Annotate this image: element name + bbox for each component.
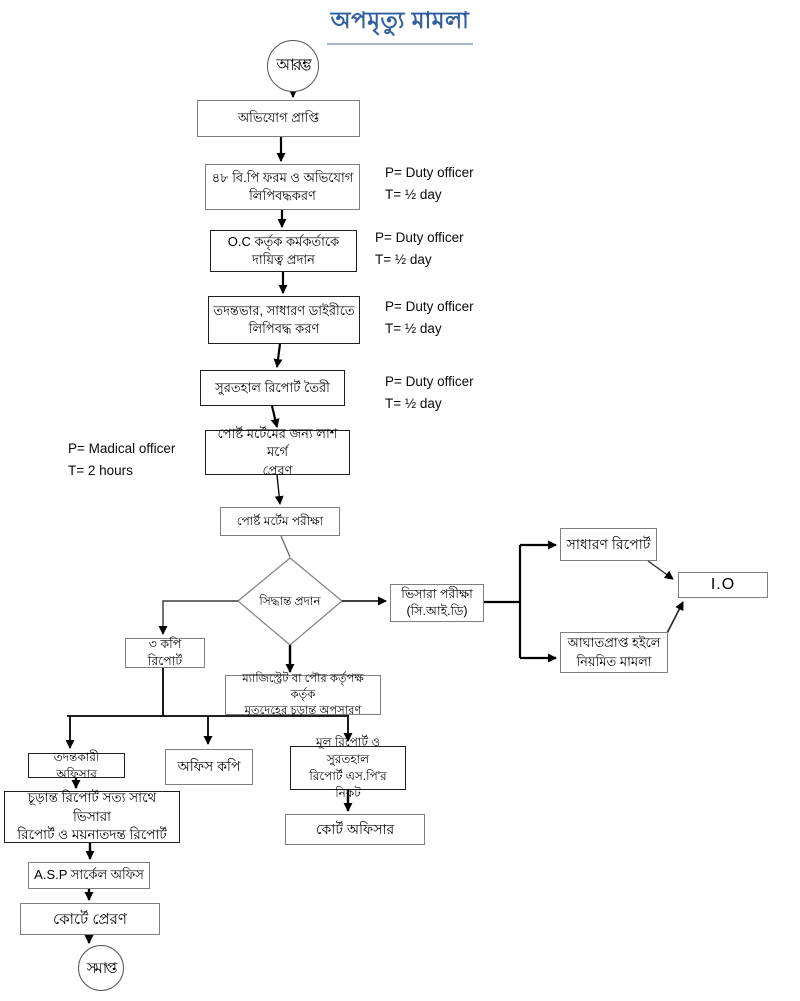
step-label: কোর্টে প্রেরণ (53, 910, 127, 928)
step-label: আঘাতপ্রাপ্ত হইলে নিয়মিত মামলা (567, 635, 661, 669)
step-label: অফিস কপি (177, 758, 241, 775)
step-label: ৪৮ বি.পি ফরম ও অভিযোগ লিপিবদ্ধকরণ (211, 169, 354, 203)
step-postmortem-exam: পোর্ষ্ট মর্টেম পরীক্ষা (220, 507, 340, 536)
page-title-text: অপমৃত্যু মামলা (326, 2, 474, 45)
step-label: পোর্ষ্ট মর্টেম পরীক্ষা (236, 514, 324, 529)
decision-label: সিদ্ধান্ত প্রদান (259, 594, 321, 609)
annotation-duty-officer-3: P= Duty officer T= ½ day (385, 299, 474, 336)
step-label: কোর্ট অফিসার (315, 820, 395, 837)
step-send-to-court: কোর্টে প্রেরণ (20, 903, 160, 935)
step-label: সাধারণ রিপোর্ট (566, 535, 651, 552)
step-injury-regular-case: আঘাতপ্রাপ্ত হইলে নিয়মিত মামলা (560, 632, 668, 673)
annotation-duty-officer-4: P= Duty officer T= ½ day (385, 374, 474, 411)
annotation-duty-officer-1: P= Duty officer T= ½ day (385, 165, 474, 202)
page-title: অপমৃত্যু মামলা (0, 2, 800, 45)
step-general-report: সাধারণ রিপোর্ট (560, 528, 657, 561)
step-general-diary-entry: তদন্তভার, সাধারণ ডাইরীতে লিপিবদ্ধ করণ (208, 296, 360, 344)
step-inquest-report: সুরতহাল রিপোর্ট তৈরী (200, 370, 345, 406)
step-asp-circle-office: A.S.P সার্কেল অফিস (28, 862, 150, 889)
step-oc-assigns-officer: O.C কর্তৃক কর্মকর্তাকে দায়িত্ব প্রদান (210, 230, 357, 272)
step-complaint-received: অভিযোগ প্রাপ্তি (197, 100, 360, 137)
decision-diamond: সিদ্ধান্ত প্রদান (238, 558, 342, 645)
step-label: A.S.P সার্কেল অফিস (34, 867, 144, 883)
end-terminator: সমাপ্ত (78, 945, 124, 991)
step-label: I.O (710, 575, 736, 593)
step-label: চূড়ান্ত রিপোর্ট সত্য সাথে ভিসারা রিপোর্… (17, 789, 167, 843)
step-final-report-with-viscera: চূড়ান্ত রিপোর্ট সত্য সাথে ভিসারা রিপোর্… (4, 789, 180, 843)
step-original-report-to-sp: মূল রিপোর্ট ও সুরতহাল রিপোর্ট এস.পি'র নি… (290, 735, 406, 800)
start-terminator: আরম্ভ (267, 40, 319, 92)
annotation-medical-officer: P= Madical officer T= 2 hours (68, 441, 176, 478)
start-label: আরম্ভ (276, 56, 312, 74)
step-office-copy: অফিস কপি (165, 749, 253, 785)
step-label: অভিযোগ প্রাপ্তি (237, 110, 320, 126)
step-label: ম্যাজিস্ট্রেট বা পৌর কর্তৃপক্ষ কর্তৃক মৃ… (242, 672, 364, 718)
step-magistrate-body-disposal: ম্যাজিস্ট্রেট বা পৌর কর্তৃপক্ষ কর্তৃক মৃ… (225, 673, 381, 717)
step-io: I.O (678, 572, 768, 598)
step-three-copy-report: ৩ কপি রিপোর্ট (125, 636, 205, 669)
end-label: সমাপ্ত (86, 959, 118, 977)
step-investigating-officer: তদন্তকারী অফিসার (28, 750, 125, 781)
annotation-duty-officer-2: P= Duty officer T= ½ day (375, 230, 464, 267)
step-viscera-exam-cid: ভিসারা পরীক্ষা (সি.আই.ডি) (390, 584, 484, 622)
step-label: সুরতহাল রিপোর্ট তৈরী (215, 379, 330, 395)
step-bp-form-recording: ৪৮ বি.পি ফরম ও অভিযোগ লিপিবদ্ধকরণ (205, 164, 360, 210)
step-label: ৩ কপি রিপোর্ট (147, 636, 183, 669)
step-court-officer: কোর্ট অফিসার (285, 814, 425, 845)
step-label: পোর্ষ্ট মর্টেমের জন্য লাশ মর্গে প্রেরণ (217, 426, 338, 478)
step-label: O.C কর্তৃক কর্মকর্তাকে দায়িত্ব প্রদান (227, 233, 340, 267)
step-label: তদন্তকারী অফিসার (53, 749, 100, 781)
step-send-body-to-morgue: পোর্ষ্ট মর্টেমের জন্য লাশ মর্গে প্রেরণ (205, 426, 350, 478)
step-label: ভিসারা পরীক্ষা (সি.আই.ডি) (401, 586, 473, 619)
step-label: তদন্তভার, সাধারণ ডাইরীতে লিপিবদ্ধ করণ (213, 302, 355, 336)
step-label: মূল রিপোর্ট ও সুরতহাল রিপোর্ট এস.পি'র নি… (309, 735, 387, 800)
